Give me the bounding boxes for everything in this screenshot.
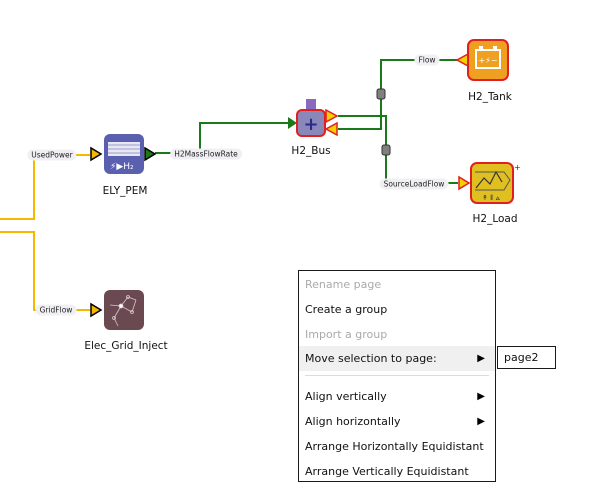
svg-text:↟ ⦀ ⩟: ↟ ⦀ ⩟ — [482, 194, 500, 202]
node-label-elec-grid-inject: Elec_Grid_Inject — [84, 340, 168, 352]
connection-label-flow: Flow — [414, 54, 440, 66]
output-port-icon[interactable] — [325, 108, 339, 124]
menu-item-arrange-vertically-equidistant[interactable]: Arrange Vertically Equidistant — [299, 459, 495, 484]
wire-used-power[interactable] — [0, 154, 90, 220]
submenu-arrow-icon: ▶ — [477, 353, 485, 364]
output-port-icon[interactable] — [144, 146, 157, 162]
node-h2-tank[interactable]: +⚡− — [455, 39, 509, 81]
menu-item-align-vertically[interactable]: Align vertically ▶ — [299, 384, 495, 409]
connection-label-used-power: UsedPower — [27, 149, 77, 161]
svg-text:⚡▶H₂: ⚡▶H₂ — [110, 162, 134, 172]
menu-item-label: Rename page — [305, 278, 382, 291]
connection-label-h2massflowrate: H2MassFlowRate — [170, 148, 242, 160]
node-label-h2-bus: H2_Bus — [291, 145, 331, 157]
submenu-arrow-icon: ▶ — [477, 416, 485, 427]
menu-item-label: Import a group — [305, 328, 388, 341]
svg-text:+⚡−: +⚡− — [478, 56, 497, 65]
node-ely-pem[interactable]: ⚡▶H₂ — [90, 134, 157, 174]
menu-item-arrange-horizontally-equidistant[interactable]: Arrange Horizontally Equidistant — [299, 434, 495, 459]
context-menu: Rename page Create a group Import a grou… — [298, 270, 496, 482]
submenu-page2[interactable]: page2 — [497, 346, 556, 369]
menu-item-label: Align horizontally — [305, 415, 401, 428]
wire-source-load-flow[interactable] — [338, 115, 458, 184]
wire-handle[interactable] — [381, 144, 391, 156]
menu-item-move-selection-to-page[interactable]: Move selection to page: ▶ — [299, 346, 495, 371]
menu-separator — [305, 375, 489, 376]
input-port-icon[interactable] — [90, 302, 103, 318]
submenu-item-label: page2 — [504, 351, 539, 364]
submenu-arrow-icon: ▶ — [477, 391, 485, 402]
wire-handle[interactable] — [376, 88, 386, 100]
node-label-h2-tank: H2_Tank — [468, 91, 512, 103]
input-port-icon[interactable] — [90, 146, 103, 162]
node-label-ely-pem: ELY_PEM — [102, 185, 148, 197]
wire-grid-flow[interactable] — [0, 231, 90, 311]
menu-item-create-group[interactable]: Create a group — [299, 297, 495, 322]
menu-item-rename-page: Rename page — [299, 272, 495, 297]
menu-item-import-group: Import a group — [299, 322, 495, 347]
connection-label-grid-flow: GridFlow — [35, 304, 77, 316]
node-label-h2-load: H2_Load — [472, 213, 518, 225]
svg-text:+: + — [514, 163, 521, 172]
menu-item-label: Align vertically — [305, 390, 387, 403]
node-h2-bus[interactable]: + — [288, 99, 339, 137]
connection-label-source-load-flow: SourceLoadFlow — [379, 178, 449, 190]
input-port-icon[interactable] — [458, 175, 471, 191]
input-port-icon[interactable] — [455, 52, 469, 68]
menu-item-label: Arrange Vertically Equidistant — [305, 465, 469, 478]
node-h2-load[interactable]: ↟ ⦀ ⩟ + — [458, 162, 521, 204]
node-elec-grid-inject[interactable] — [90, 290, 144, 330]
menu-item-label: Move selection to page: — [305, 352, 437, 365]
wire-flow[interactable] — [338, 59, 458, 130]
input-port-icon[interactable] — [288, 117, 297, 129]
svg-text:+: + — [303, 114, 318, 135]
output-port-icon[interactable] — [324, 121, 338, 137]
menu-item-align-horizontally[interactable]: Align horizontally ▶ — [299, 409, 495, 434]
menu-item-label: Create a group — [305, 303, 388, 316]
menu-item-label: Arrange Horizontally Equidistant — [305, 440, 484, 453]
